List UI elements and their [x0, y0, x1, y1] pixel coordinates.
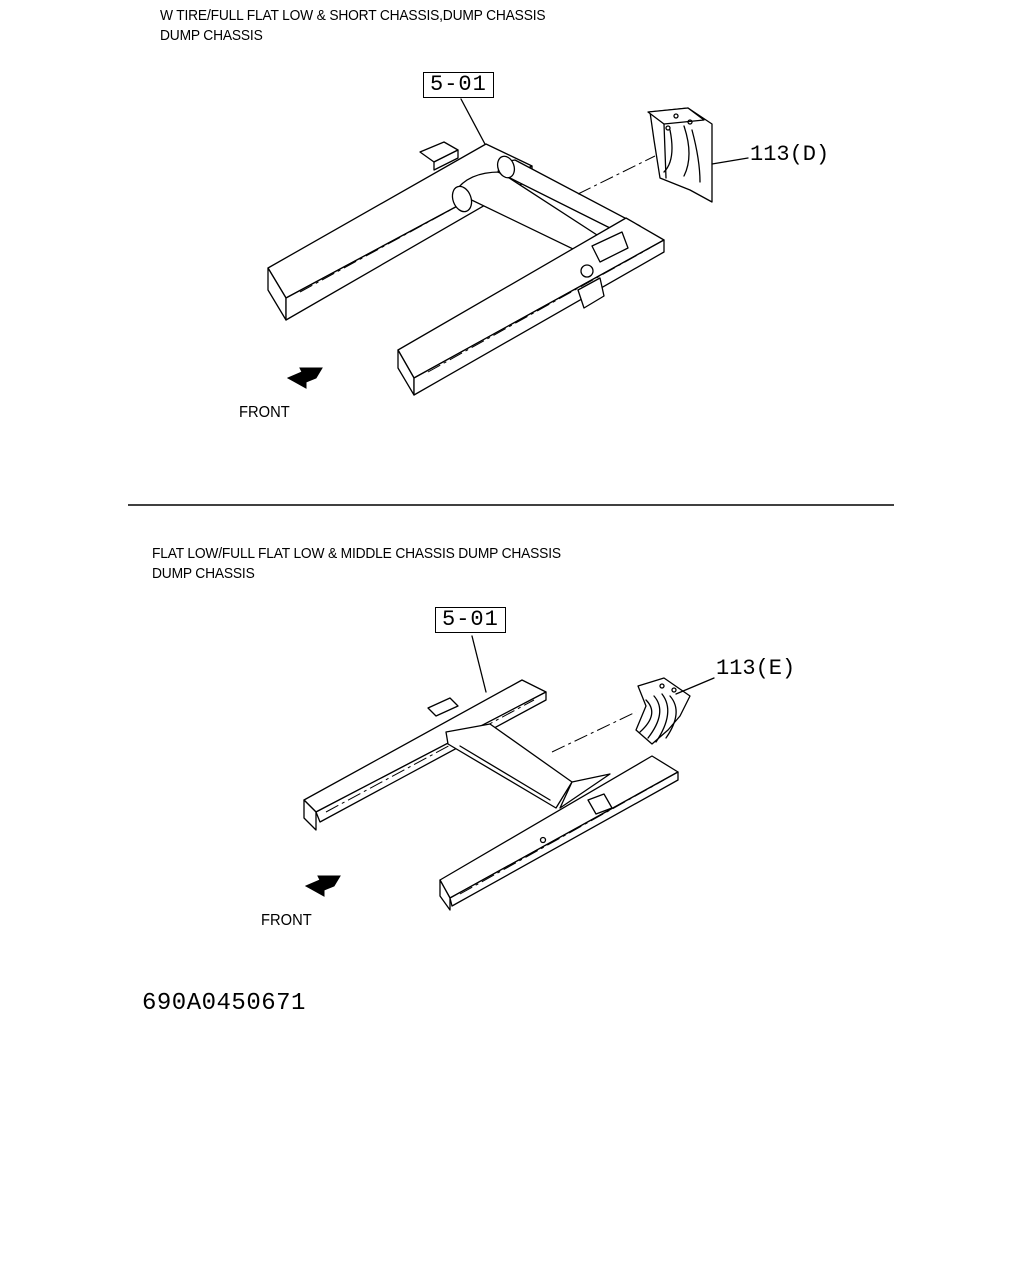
bottom-caption-line2: DUMP CHASSIS: [152, 565, 255, 582]
bottom-front-arrow-icon: [304, 875, 341, 897]
top-caption-line1: W TIRE/FULL FLAT LOW & SHORT CHASSIS,DUM…: [160, 7, 546, 24]
top-bracket-block: [591, 231, 629, 263]
bottom-front-label: FRONT: [261, 912, 312, 929]
top-right-rail-side: [413, 239, 665, 396]
part-113e-body: [635, 677, 691, 745]
bottom-part-leader: [675, 677, 715, 695]
top-lower-bracket: [577, 277, 605, 309]
bottom-chassis-frame: [303, 635, 679, 911]
bottom-ref-leader: [471, 635, 487, 693]
top-part-113d: [647, 107, 749, 203]
bottom-part-113e: [635, 677, 715, 745]
top-part-leader: [711, 157, 749, 165]
top-chassis-frame: [267, 98, 665, 396]
top-front-label: FRONT: [239, 404, 290, 421]
bottom-part-label: 113(E): [716, 656, 796, 681]
top-left-rail-top: [267, 143, 533, 299]
top-part-label: 113(D): [750, 142, 830, 167]
top-caption-line2: DUMP CHASSIS: [160, 27, 263, 44]
top-front-arrow-icon: [286, 367, 323, 389]
document-number: 690A0450671: [142, 990, 306, 1017]
top-ref-label: 5-01: [423, 72, 494, 98]
bottom-rail-block: [587, 793, 613, 815]
bottom-caption-line1: FLAT LOW/FULL FLAT LOW & MIDDLE CHASSIS …: [152, 545, 561, 562]
bottom-ref-label: 5-01: [435, 607, 506, 633]
bottom-left-stub: [427, 697, 459, 717]
top-ref-leader: [460, 98, 487, 147]
bottom-crossmember: [445, 723, 573, 809]
